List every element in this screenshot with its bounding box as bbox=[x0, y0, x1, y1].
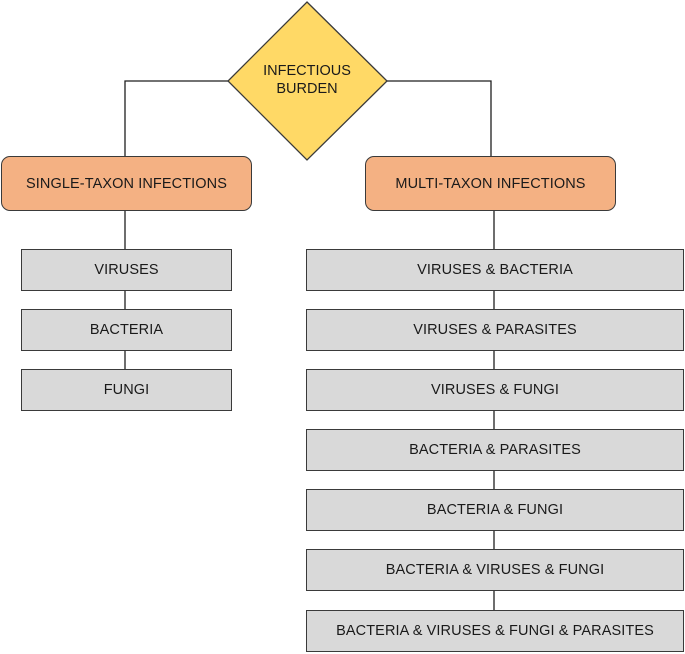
multi-taxon-item-label: VIRUSES & PARASITES bbox=[413, 322, 577, 338]
multi-taxon-item-viruses-parasites: VIRUSES & PARASITES bbox=[306, 309, 684, 351]
multi-taxon-item-viruses-fungi: VIRUSES & FUNGI bbox=[306, 369, 684, 411]
root-diamond bbox=[227, 1, 388, 161]
multi-taxon-item-viruses-bacteria: VIRUSES & BACTERIA bbox=[306, 249, 684, 291]
multi-taxon-category-label: MULTI-TAXON INFECTIONS bbox=[395, 175, 586, 192]
single-taxon-category-label: SINGLE-TAXON INFECTIONS bbox=[25, 175, 228, 192]
multi-taxon-item-bacteria-viruses-fungi-parasites: BACTERIA & VIRUSES & FUNGI & PARASITES bbox=[306, 610, 684, 652]
connector-root-to-multi bbox=[387, 80, 492, 156]
single-taxon-item-label: FUNGI bbox=[103, 382, 150, 398]
single-taxon-item-bacteria: BACTERIA bbox=[21, 309, 232, 351]
single-taxon-item-label: BACTERIA bbox=[89, 322, 164, 338]
single-taxon-category: SINGLE-TAXON INFECTIONS bbox=[1, 156, 252, 211]
multi-taxon-item-label: VIRUSES & BACTERIA bbox=[417, 262, 573, 278]
single-taxon-item-fungi: FUNGI bbox=[21, 369, 232, 411]
connector-root-to-single bbox=[124, 80, 228, 156]
root-node-label: INFECTIOUS BURDEN bbox=[228, 60, 386, 100]
multi-taxon-item-label: BACTERIA & PARASITES bbox=[409, 442, 581, 458]
root-label-line2: BURDEN bbox=[276, 81, 338, 97]
multi-taxon-item-label: BACTERIA & VIRUSES & FUNGI bbox=[385, 562, 605, 578]
multi-taxon-item-label: BACTERIA & FUNGI bbox=[426, 502, 564, 518]
multi-taxon-item-bacteria-viruses-fungi: BACTERIA & VIRUSES & FUNGI bbox=[306, 549, 684, 591]
multi-taxon-category: MULTI-TAXON INFECTIONS bbox=[365, 156, 616, 211]
single-taxon-item-viruses: VIRUSES bbox=[21, 249, 232, 291]
single-taxon-item-label: VIRUSES bbox=[94, 262, 159, 278]
multi-taxon-item-bacteria-fungi: BACTERIA & FUNGI bbox=[306, 489, 684, 531]
multi-taxon-item-label: BACTERIA & VIRUSES & FUNGI & PARASITES bbox=[336, 623, 654, 639]
multi-taxon-item-label: VIRUSES & FUNGI bbox=[431, 382, 559, 398]
multi-taxon-item-bacteria-parasites: BACTERIA & PARASITES bbox=[306, 429, 684, 471]
root-label-line1: INFECTIOUS bbox=[263, 63, 351, 79]
